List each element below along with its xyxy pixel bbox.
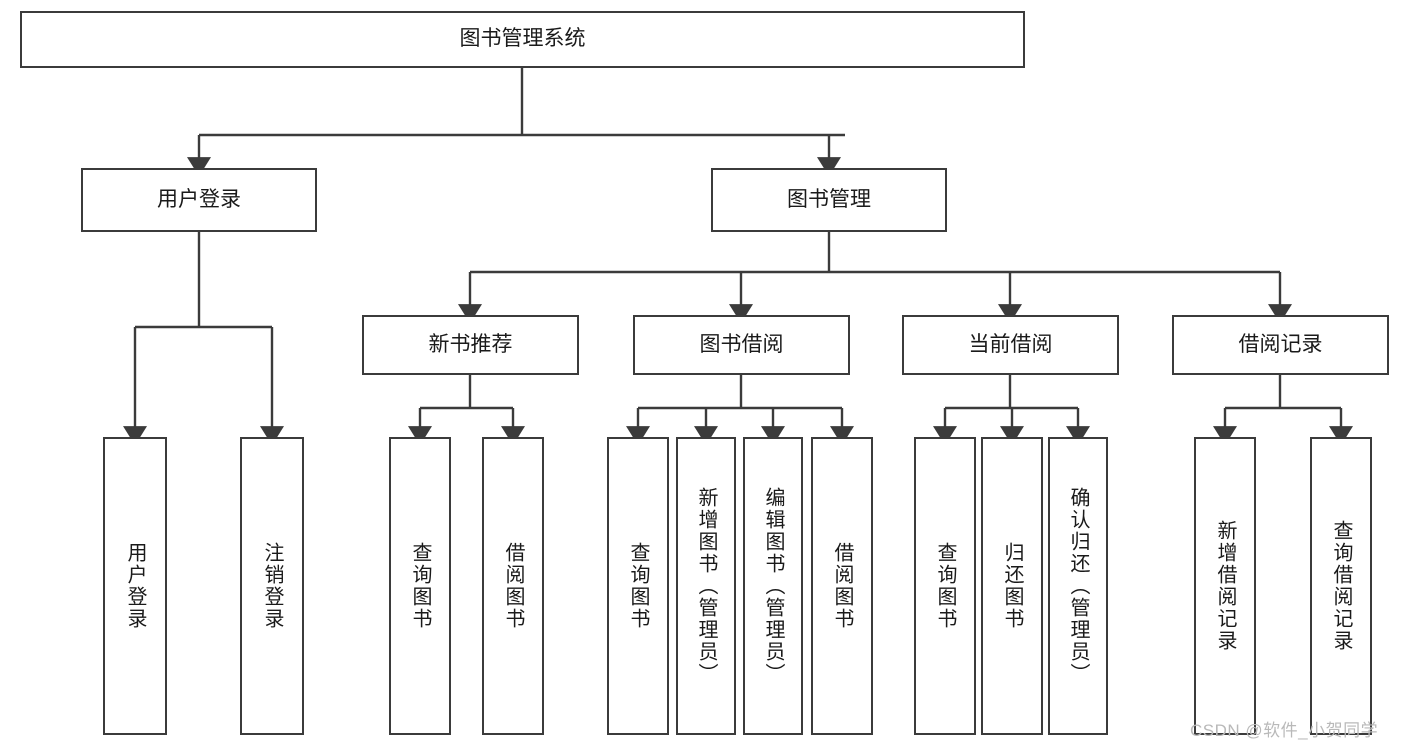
node-leaf-new-book-borrow[interactable]: 借阅图书 bbox=[482, 437, 544, 735]
node-leaf-current-borrow-confirm-return[interactable]: 确认归还（管理员） bbox=[1048, 437, 1108, 735]
node-current-borrow[interactable]: 当前借阅 bbox=[902, 315, 1119, 375]
node-label: 归还图书 bbox=[1001, 542, 1023, 630]
node-label: 用户登录 bbox=[124, 542, 146, 630]
node-new-book-recommend[interactable]: 新书推荐 bbox=[362, 315, 579, 375]
node-leaf-user-login-login[interactable]: 用户登录 bbox=[103, 437, 167, 735]
node-leaf-book-borrow-lend[interactable]: 借阅图书 bbox=[811, 437, 873, 735]
node-label: 注销登录 bbox=[261, 542, 283, 630]
node-label: 查询图书 bbox=[934, 542, 956, 630]
node-label: 用户登录 bbox=[157, 187, 241, 211]
node-label: 查询图书 bbox=[627, 542, 649, 630]
node-leaf-new-book-query[interactable]: 查询图书 bbox=[389, 437, 451, 735]
node-label: 借阅图书 bbox=[502, 542, 524, 630]
node-label: 借阅图书 bbox=[831, 542, 853, 630]
node-book-borrow[interactable]: 图书借阅 bbox=[633, 315, 850, 375]
node-label: 图书管理 bbox=[787, 187, 871, 211]
node-leaf-book-borrow-add[interactable]: 新增图书（管理员） bbox=[676, 437, 736, 735]
node-leaf-user-login-logout[interactable]: 注销登录 bbox=[240, 437, 304, 735]
node-book-management[interactable]: 图书管理 bbox=[711, 168, 947, 232]
node-leaf-borrow-record-query[interactable]: 查询借阅记录 bbox=[1310, 437, 1372, 735]
node-label: 新书推荐 bbox=[428, 332, 513, 356]
node-label: 确认归还（管理员） bbox=[1067, 487, 1089, 685]
node-label: 查询借阅记录 bbox=[1330, 520, 1352, 652]
node-borrow-record[interactable]: 借阅记录 bbox=[1172, 315, 1389, 375]
watermark: CSDN @软件_小贺同学 bbox=[1190, 721, 1379, 740]
node-label: 新增图书（管理员） bbox=[695, 487, 717, 685]
node-leaf-borrow-record-add[interactable]: 新增借阅记录 bbox=[1194, 437, 1256, 735]
node-book-management-system[interactable]: 图书管理系统 bbox=[20, 11, 1025, 68]
node-user-login[interactable]: 用户登录 bbox=[81, 168, 317, 232]
node-label: 编辑图书（管理员） bbox=[762, 487, 784, 685]
node-label: 当前借阅 bbox=[968, 332, 1053, 356]
node-leaf-current-borrow-query[interactable]: 查询图书 bbox=[914, 437, 976, 735]
node-label: 图书借阅 bbox=[699, 332, 784, 356]
node-leaf-book-borrow-query[interactable]: 查询图书 bbox=[607, 437, 669, 735]
node-leaf-book-borrow-edit[interactable]: 编辑图书（管理员） bbox=[743, 437, 803, 735]
node-label: 新增借阅记录 bbox=[1214, 520, 1236, 652]
node-label: 查询图书 bbox=[409, 542, 431, 630]
node-label: 图书管理系统 bbox=[459, 27, 586, 51]
node-leaf-current-borrow-return[interactable]: 归还图书 bbox=[981, 437, 1043, 735]
node-label: 借阅记录 bbox=[1238, 332, 1323, 356]
